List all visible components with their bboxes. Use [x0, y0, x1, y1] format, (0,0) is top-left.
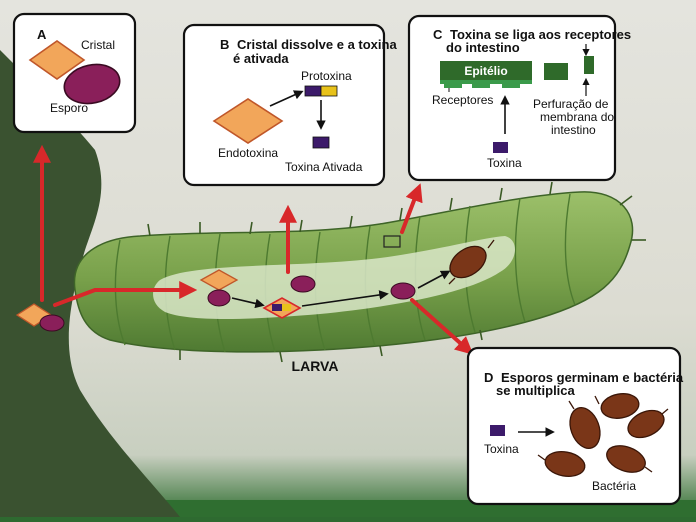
endotoxin-label: Endotoxina	[218, 146, 278, 160]
crystal-label: Cristal	[81, 38, 115, 52]
activating-crystal	[262, 297, 302, 319]
panel-d-title-line2: se multiplica	[496, 383, 576, 398]
arrow-to-c	[400, 183, 423, 234]
perforation-label-2: membrana do	[540, 110, 614, 124]
panel-b-letter: B	[220, 37, 229, 52]
panel-d: D Esporos germinam e bactéria se multipl…	[466, 346, 684, 506]
panel-a-letter: A	[37, 27, 47, 42]
flow-arrow-1	[231, 297, 265, 309]
protoxin-label: Protoxina	[301, 69, 352, 83]
activated-toxin-shape	[312, 136, 330, 149]
flow-arrow-3	[417, 270, 451, 289]
crystal-in-gut	[199, 269, 239, 291]
panel-b-title-line2: é ativada	[233, 51, 289, 66]
spore-shape	[63, 63, 121, 105]
bacterium-5	[606, 445, 646, 473]
panel-b-box	[182, 23, 386, 187]
protoxin-shape	[304, 85, 338, 97]
toxin-label-d: Toxina	[484, 442, 519, 456]
spore-upper	[290, 275, 316, 293]
perforated-membrane	[544, 56, 594, 80]
spore-right	[390, 282, 416, 300]
endotoxin-shape	[212, 98, 284, 144]
panel-c-title-1: C Toxina se liga aos receptores	[433, 27, 631, 42]
panel-c: C Toxina se liga aos receptores do intes…	[407, 14, 631, 182]
larva	[73, 181, 646, 363]
panel-c-title-line2: do intestino	[446, 40, 520, 55]
panel-d-title-1: D Esporos germinam e bactéria	[484, 370, 684, 385]
receptors-shape	[440, 80, 532, 88]
bacteria-group	[544, 393, 665, 477]
endotoxin-arrow	[269, 90, 304, 107]
spore-label: Esporo	[50, 101, 88, 115]
larva-gut	[153, 236, 516, 319]
toxin-label-c: Toxina	[487, 156, 522, 170]
panel-c-title-line1: Toxina se liga aos receptores	[450, 27, 631, 42]
spore-on-leaf	[39, 314, 65, 332]
epithelium-label: Epitélio	[464, 64, 507, 78]
activated-toxin-label: Toxina Ativada	[285, 160, 363, 174]
bacteria-flagella	[537, 395, 669, 473]
panel-d-title-line1: Esporos germinam e bactéria	[501, 370, 684, 385]
larva-hairs	[147, 181, 646, 363]
spore-in-gut	[207, 289, 231, 307]
panel-c-letter: C	[433, 27, 443, 42]
bacterium-1	[569, 407, 601, 449]
bacterium-3	[627, 409, 665, 439]
bacteria-label: Bactéria	[592, 479, 636, 493]
magnify-marker	[383, 235, 401, 248]
arrow-to-d	[410, 298, 474, 355]
toxin-shape-d	[490, 425, 505, 436]
toxin-shape-c	[493, 142, 508, 153]
bacterium-2	[600, 393, 640, 419]
bacterium-4	[544, 451, 586, 477]
larva-label: LARVA	[292, 358, 339, 374]
bacterium-in-gut	[448, 239, 495, 285]
panel-c-box	[407, 14, 617, 182]
panel-b: B Cristal dissolve e a toxina é ativada …	[182, 23, 397, 187]
panel-a: A Cristal Esporo	[12, 12, 137, 134]
epithelium-bar	[440, 61, 532, 80]
panel-d-letter: D	[484, 370, 493, 385]
perforation-label-1: Perfuração de	[533, 97, 609, 111]
larva-contents	[199, 239, 495, 319]
panel-b-title-1: B Cristal dissolve e a toxina	[220, 37, 397, 52]
perforation-label-3: intestino	[551, 123, 596, 137]
red-arrows	[33, 144, 474, 355]
flow-arrow-2	[301, 290, 389, 307]
arrow-into-larva	[53, 281, 198, 307]
leaf-shape	[0, 50, 180, 517]
crystal-shape	[28, 40, 86, 80]
panel-b-title-line1: Cristal dissolve e a toxina	[237, 37, 397, 52]
receptors-label: Receptores	[432, 93, 493, 107]
